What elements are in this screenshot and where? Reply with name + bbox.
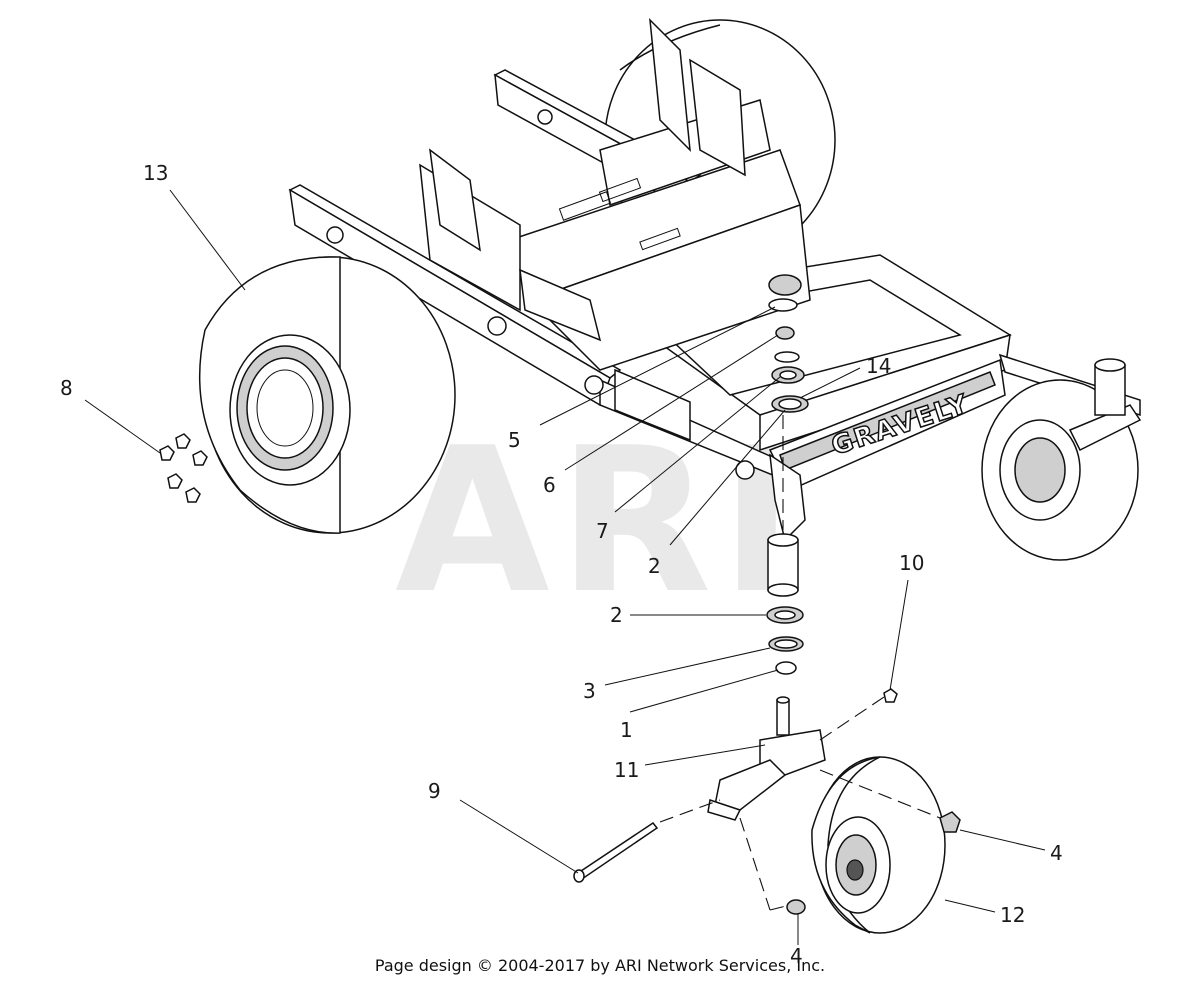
callout-12: 12	[1000, 903, 1025, 927]
callout-8: 8	[60, 376, 73, 400]
callout-3: 3	[583, 679, 596, 703]
callout-2-lower: 2	[610, 603, 623, 627]
caster-fork	[707, 696, 826, 821]
callout-13: 13	[143, 161, 168, 185]
callout-7: 7	[596, 519, 609, 543]
caster-stack	[766, 298, 809, 675]
callout-9: 9	[428, 779, 441, 803]
copyright-footer: Page design © 2004-2017 by ARI Network S…	[374, 956, 826, 975]
rear-left-wheel	[198, 256, 456, 534]
callout-labels: 13 8 14 5 6 7 2 10 2 3 1 11 9 4 12 4	[60, 161, 1063, 968]
callout-5: 5	[508, 428, 521, 452]
spacer-4-left	[786, 899, 806, 915]
nut-10	[883, 688, 898, 703]
callout-11: 11	[614, 758, 639, 782]
lug-nuts	[159, 433, 208, 503]
callout-4-right: 4	[1050, 841, 1063, 865]
front-right-caster	[981, 358, 1142, 561]
callout-4-bottom: 4	[790, 944, 803, 968]
axle-bolt	[573, 821, 659, 883]
callout-6: 6	[543, 473, 556, 497]
callout-1: 1	[620, 718, 633, 742]
callout-10: 10	[899, 551, 924, 575]
callout-14: 14	[866, 354, 891, 378]
assembly-lines	[659, 415, 941, 911]
leader-lines	[84, 189, 1046, 945]
callout-2-upper: 2	[648, 554, 661, 578]
nut-4-right	[939, 811, 961, 833]
front-caster-wheel	[811, 756, 946, 934]
